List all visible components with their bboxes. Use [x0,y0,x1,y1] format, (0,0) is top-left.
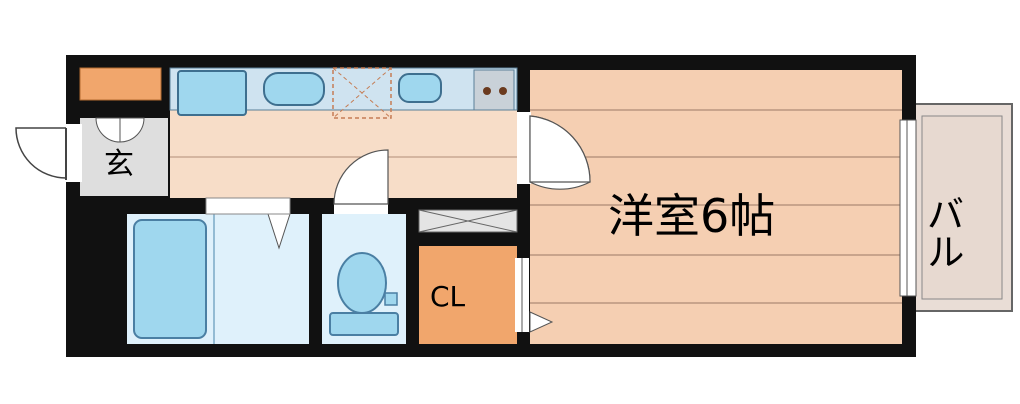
bathroom [127,213,309,344]
closet-label: CL [430,280,466,313]
balcony-window [899,119,917,297]
refrigerator [177,70,247,116]
room-door-swing [517,112,591,190]
toilet-door-swing [333,149,389,214]
toilet-tank [329,312,399,336]
toilet-room [322,214,406,344]
shoe-cabinet [79,67,162,101]
paper-holder [384,292,398,306]
basin [398,73,442,103]
balcony [911,103,1013,312]
balcony-label: バル [920,194,964,270]
storage-shelf [418,209,518,233]
entrance-label: 玄 [104,147,134,182]
stove [473,69,515,111]
washer-space [332,67,392,119]
western-room-floor [530,70,902,344]
burner-icon [499,87,507,95]
bathtub [133,219,207,339]
western-room-label: 洋室6帖 [608,189,775,243]
kitchen-counter [169,67,518,119]
entrance-inner-door [95,117,145,143]
sink [263,72,325,106]
closet [419,246,517,344]
front-door-swing [15,127,67,180]
burner-icon [483,87,491,95]
bath-door-opening [205,197,291,215]
toilet-bowl [337,252,387,314]
closet-door-marker [515,258,554,333]
